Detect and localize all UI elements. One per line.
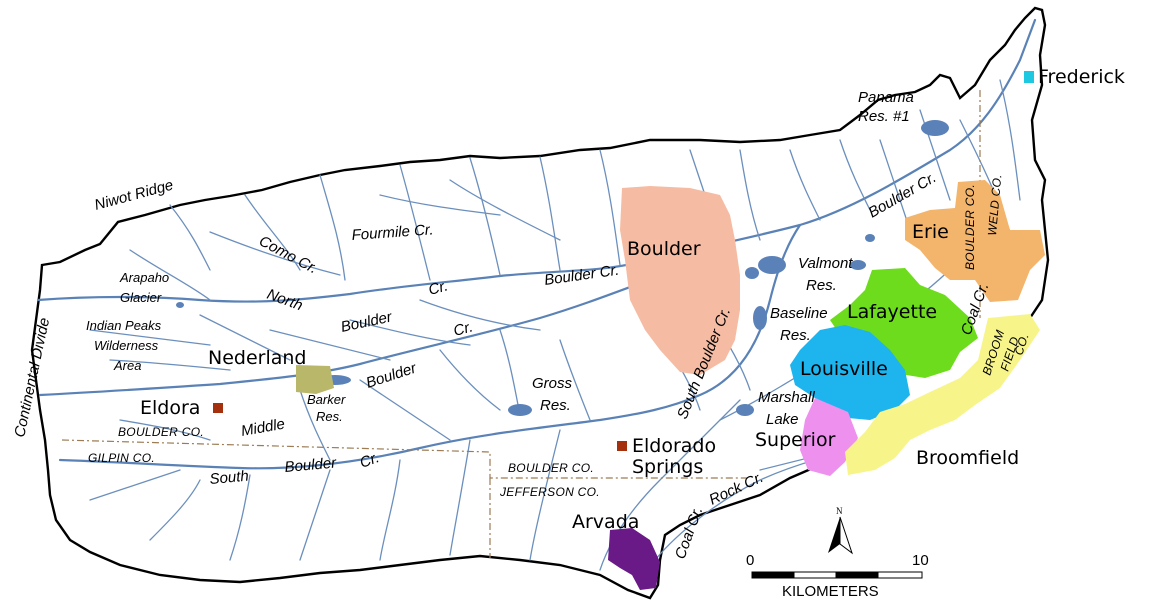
- louisville-area: [790, 325, 910, 420]
- label-springs: Springs: [632, 456, 703, 478]
- label-weld-co: WELD CO.: [985, 174, 1004, 237]
- label-boulder-co-west: BOULDER CO.: [118, 425, 204, 439]
- baseline-reservoir: [753, 306, 767, 330]
- label-marshall: Marshall: [758, 389, 815, 406]
- label-louisville: Louisville: [800, 358, 888, 380]
- broomfield-area: [845, 314, 1040, 475]
- scale-segment-1: [751, 571, 795, 579]
- boulder-area: [620, 186, 740, 375]
- label-boulder-co-center: BOULDER CO.: [508, 461, 594, 475]
- label-erie: Erie: [912, 221, 949, 243]
- label-indian-peaks: Indian Peaks: [86, 318, 162, 333]
- nederland-area: [296, 365, 334, 394]
- label-gilpin-co: GILPIN CO.: [88, 451, 155, 465]
- small-lake: [176, 302, 184, 308]
- scale-start: 0: [746, 552, 754, 569]
- label-boulder-co-east: BOULDER CO.: [963, 184, 977, 270]
- label-fourmile-cr: Fourmile Cr.: [351, 221, 434, 244]
- label-marshall-lake: Lake: [766, 411, 799, 428]
- label-area: Area: [113, 358, 141, 373]
- label-south: South: [209, 468, 250, 488]
- label-valmont: Valmont: [798, 255, 853, 272]
- label-co: CO.: [1012, 331, 1032, 356]
- label-boulder: Boulder: [627, 238, 701, 260]
- label-barker: Barker: [307, 392, 346, 407]
- label-superior: Superior: [755, 429, 836, 451]
- label-eldorado: Eldorado: [632, 435, 716, 457]
- small-lake: [850, 260, 866, 270]
- label-baseline: Baseline: [770, 305, 828, 322]
- label-broomfield: Broomfield: [916, 447, 1019, 469]
- north-label: N: [836, 506, 843, 516]
- lakes: [176, 120, 949, 416]
- label-panama: Panama: [858, 89, 914, 106]
- label-frederick: Frederick: [1038, 66, 1125, 88]
- lafayette-area: [830, 268, 978, 378]
- marshall-lake: [736, 404, 754, 416]
- label-valmont-res: Res.: [806, 277, 837, 294]
- eldorado-springs-marker: [617, 441, 627, 451]
- north-arrow-icon: [828, 517, 840, 553]
- superior-area: [800, 398, 858, 476]
- label-panama-res: Res. #1: [858, 108, 910, 125]
- label-arapaho: Arapaho: [119, 270, 169, 285]
- scale-units: KILOMETERS: [782, 583, 879, 600]
- watershed-boundary: [30, 6, 1050, 600]
- label-jefferson-co: JEFFERSON CO.: [499, 485, 600, 499]
- town-areas: [296, 71, 1045, 590]
- label-nederland: Nederland: [208, 347, 307, 369]
- north-arrow-icon-right: [839, 516, 853, 555]
- valmont-reservoir-2: [745, 267, 759, 279]
- label-arvada: Arvada: [572, 511, 639, 533]
- scale-segment-3: [835, 571, 879, 579]
- label-cr-mid: Cr.: [452, 318, 475, 339]
- gross-reservoir: [508, 404, 532, 416]
- label-cr-north: Cr.: [427, 277, 450, 298]
- label-niwot-ridge: Niwot Ridge: [93, 177, 176, 214]
- scale-segment-2: [793, 571, 837, 579]
- scale-end: 10: [912, 552, 929, 569]
- label-wilderness: Wilderness: [94, 338, 159, 353]
- label-cr-s: Cr.: [358, 449, 382, 472]
- eldora-marker: [213, 403, 223, 413]
- label-gross: Gross: [532, 375, 573, 392]
- scale-bar: 0 10 KILOMETERS: [746, 552, 929, 600]
- label-baseline-res: Res.: [780, 327, 811, 344]
- erie-area: [905, 180, 1045, 302]
- label-glacier: Glacier: [120, 290, 162, 305]
- label-lafayette: Lafayette: [847, 301, 937, 323]
- frederick-area: [1024, 71, 1034, 83]
- label-boulder-s: Boulder: [284, 454, 338, 476]
- small-lake: [865, 234, 875, 242]
- panama-reservoir: [921, 120, 949, 136]
- north-arrow: N: [828, 506, 853, 555]
- scale-segment-4: [877, 571, 923, 579]
- label-barker-res: Res.: [316, 409, 343, 424]
- label-gross-res: Res.: [540, 397, 571, 414]
- label-eldora: Eldora: [140, 397, 200, 419]
- arvada-area: [608, 528, 660, 590]
- valmont-reservoir: [758, 256, 786, 274]
